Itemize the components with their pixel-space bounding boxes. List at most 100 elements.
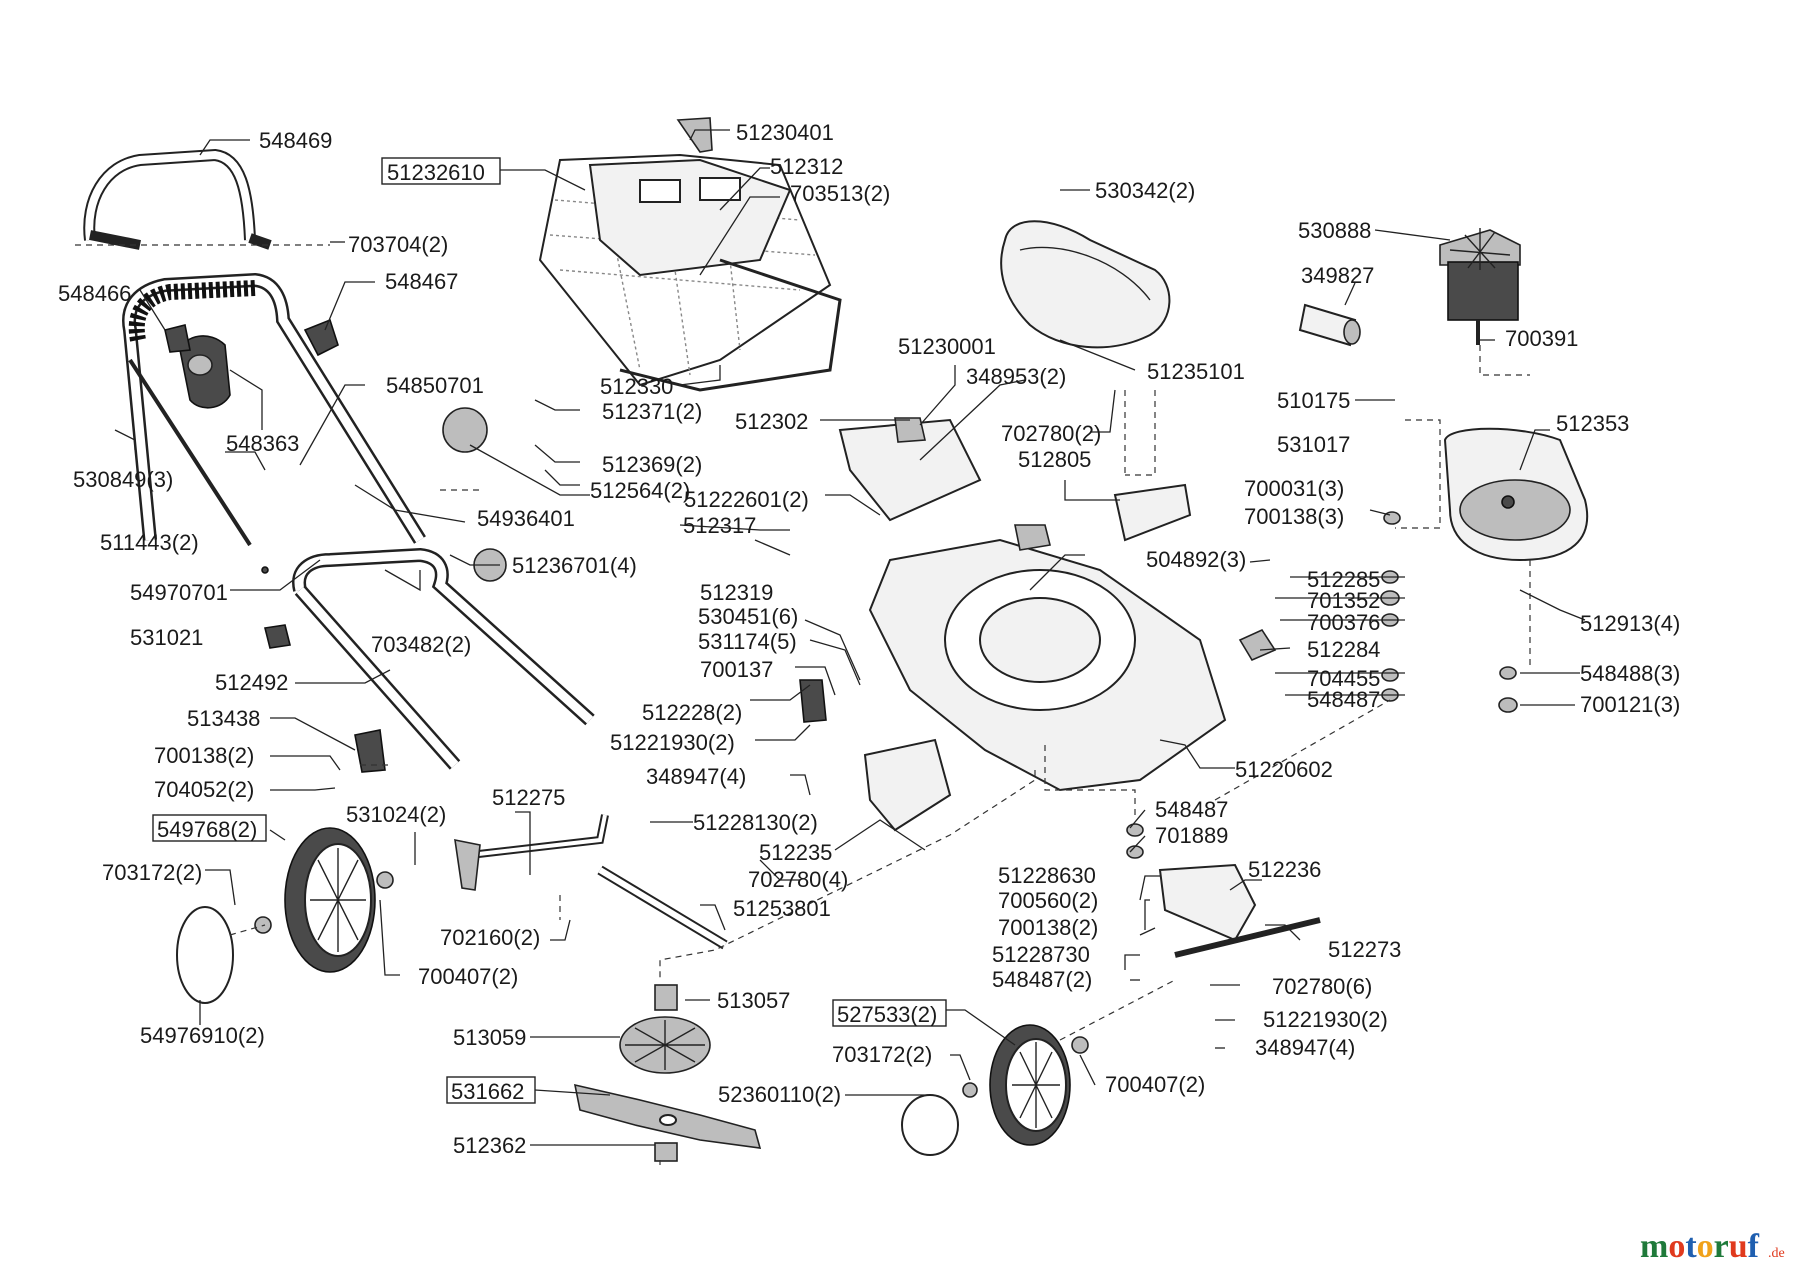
washer-548487b — [1126, 823, 1144, 837]
label-704455: 704455 — [1307, 666, 1380, 691]
bracket-512228 — [799, 679, 827, 723]
label-700407b: 700407(2) — [1105, 1072, 1205, 1097]
rear-hubcap — [176, 906, 234, 1004]
label-700376: 700376 — [1307, 610, 1380, 635]
label-512564: 512564(2) — [590, 478, 690, 503]
catcher-window-2 — [699, 177, 741, 201]
front-wheel — [989, 1024, 1071, 1146]
washer-700407a — [376, 871, 394, 889]
label-700560: 700560(2) — [998, 888, 1098, 913]
label-51228730: 51228730 — [992, 942, 1090, 967]
nut-700121 — [1498, 697, 1518, 713]
motor-fan-blades — [1449, 228, 1511, 270]
part-drawings — [83, 117, 1589, 1162]
label-512312: 512312 — [770, 154, 843, 179]
label-548487a: 548487 — [1307, 687, 1380, 712]
label-701352: 701352 — [1307, 588, 1380, 613]
catcher-window-1 — [639, 179, 681, 203]
label-512371: 512371(2) — [602, 399, 702, 424]
label-512913: 512913(4) — [1580, 611, 1680, 636]
label-549768: 549768(2) — [157, 817, 257, 842]
label-700407a: 700407(2) — [418, 964, 518, 989]
label-512353: 512353 — [1556, 411, 1629, 436]
part-labels: 548469 51232610 51230401 512312 703513(2… — [58, 120, 1680, 1158]
label-512369: 512369(2) — [602, 452, 702, 477]
catcher-support — [838, 418, 982, 522]
label-510175: 510175 — [1277, 388, 1350, 413]
label-548469: 548469 — [259, 128, 332, 153]
label-700031: 700031(3) — [1244, 476, 1344, 501]
capacitor — [1298, 303, 1357, 347]
label-702780a: 702780(2) — [1001, 421, 1101, 446]
label-348947a: 348947(4) — [646, 764, 746, 789]
motor-housing-base — [1459, 479, 1571, 541]
front-linkage — [1174, 917, 1321, 958]
label-51222601: 51222601(2) — [684, 487, 809, 512]
motor-cover — [1000, 220, 1171, 349]
lower-handle-frame-inner — [124, 275, 424, 543]
blade-hub — [654, 984, 678, 1011]
label-54850701: 54850701 — [386, 373, 484, 398]
label-548488: 548488(3) — [1580, 661, 1680, 686]
blade-fan-ribs — [625, 1020, 705, 1070]
gear-wheel — [442, 407, 488, 453]
watermark-brand: motoruf — [1640, 1228, 1760, 1265]
label-700121: 700121(3) — [1580, 692, 1680, 717]
lever-clip — [164, 324, 191, 353]
label-512275: 512275 — [492, 785, 565, 810]
label-51230401: 51230401 — [736, 120, 834, 145]
frame-51232610 — [381, 157, 501, 185]
blade-center-hole — [659, 1114, 677, 1126]
label-512302: 512302 — [735, 409, 808, 434]
label-511443: 511443(2) — [100, 530, 199, 555]
catcher-handle — [676, 117, 713, 153]
label-548363: 548363 — [226, 431, 299, 456]
frame-527533 — [832, 999, 947, 1027]
label-531017: 531017 — [1277, 432, 1350, 457]
upper-handle-ends — [89, 230, 272, 250]
watermark: motoruf .de — [1640, 1228, 1785, 1265]
label-512235: 512235 — [759, 840, 832, 865]
label-54970701: 54970701 — [130, 580, 228, 605]
label-51228630: 51228630 — [998, 863, 1096, 888]
label-702160: 702160(2) — [440, 925, 540, 950]
label-349827: 349827 — [1301, 263, 1374, 288]
motor-cover-ridge — [1019, 246, 1151, 301]
label-51228130: 51228130(2) — [693, 810, 818, 835]
label-548487b: 548487 — [1155, 797, 1228, 822]
label-531174: 531174(5) — [698, 629, 797, 654]
washer-548488 — [1499, 666, 1517, 680]
label-512228: 512228(2) — [642, 700, 742, 725]
label-512362: 512362 — [453, 1133, 526, 1158]
label-52360110: 52360110(2) — [718, 1082, 841, 1107]
label-51221930b: 51221930(2) — [1263, 1007, 1388, 1032]
knob-512284 — [1238, 628, 1277, 662]
handle-cross-rod — [128, 358, 252, 547]
label-51230001: 51230001 — [898, 334, 996, 359]
label-512330: 512330 — [600, 374, 673, 399]
label-702780b: 702780(4) — [748, 867, 848, 892]
label-54936401: 54936401 — [477, 506, 575, 531]
label-548467: 548467 — [385, 269, 458, 294]
label-51221930a: 51221930(2) — [610, 730, 735, 755]
switch-knob — [187, 354, 213, 376]
label-513057: 513057 — [717, 988, 790, 1013]
cable-clip — [303, 318, 339, 357]
label-548466: 548466 — [58, 281, 131, 306]
label-703482: 703482(2) — [371, 632, 471, 657]
side-handle-leg-inner — [296, 587, 459, 768]
handle-foam-grip — [128, 280, 256, 342]
support-handle — [894, 417, 926, 443]
label-700138c: 700138(2) — [998, 915, 1098, 940]
clip-531021 — [264, 624, 291, 649]
screw-703482 — [261, 566, 269, 574]
label-548487c: 548487(2) — [992, 967, 1092, 992]
label-51232610: 51232610 — [387, 160, 485, 185]
label-512492: 512492 — [215, 670, 288, 695]
washer-701889 — [1126, 845, 1144, 859]
screw-512913 — [1501, 495, 1515, 509]
front-hubcap — [901, 1094, 959, 1156]
label-512273: 512273 — [1328, 937, 1401, 962]
label-54976910: 54976910(2) — [140, 1023, 265, 1048]
